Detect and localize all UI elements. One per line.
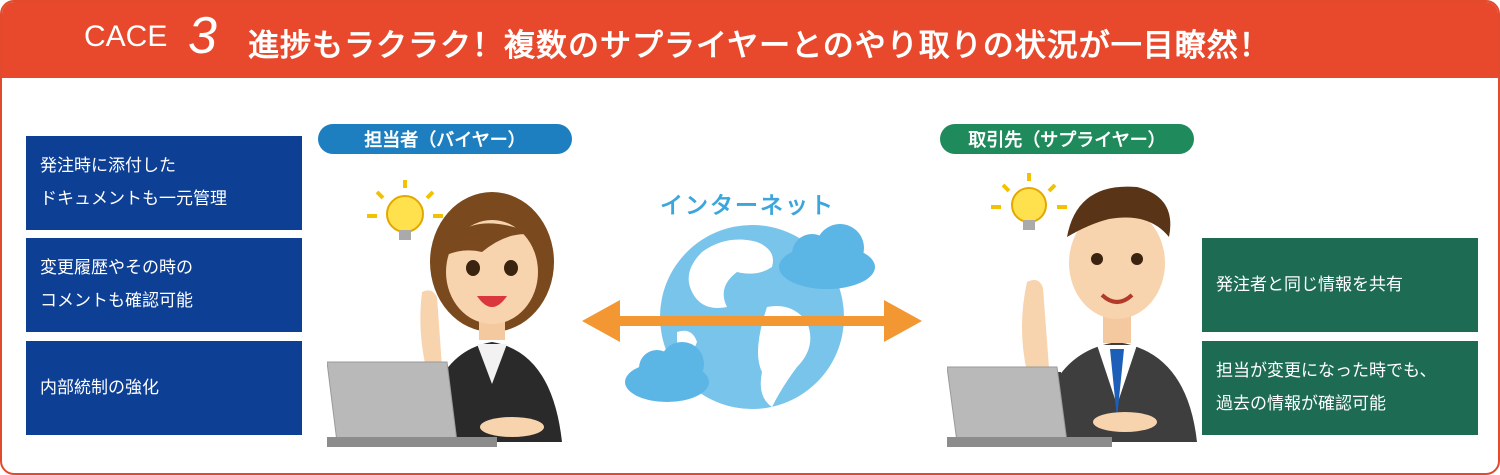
double-arrow-icon — [582, 300, 922, 342]
internet-label: インターネット — [660, 193, 835, 219]
left-feature-2: 変更履歴やその時の コメントも確認可能 — [26, 238, 302, 332]
case-label: CACE — [84, 20, 168, 53]
supplier-illustration — [947, 173, 1197, 447]
header-banner: CACE 3 進捗もラクラク！複数のサプライヤーとのやり取りの状況が一目瞭然！ — [2, 2, 1498, 78]
cloud-icon — [779, 224, 875, 289]
feature-line: 過去の情報が確認可能 — [1216, 394, 1386, 414]
globe-illustration — [582, 224, 922, 409]
cloud-icon — [625, 342, 709, 402]
feature-line: 発注時に添付した — [40, 156, 176, 176]
buyer-illustration — [327, 180, 562, 447]
right-feature-1: 発注者と同じ情報を共有 — [1202, 238, 1478, 332]
lightbulb-icon — [991, 173, 1067, 230]
headline: 進捗もラクラク！複数のサプライヤーとのやり取りの状況が一目瞭然！ — [248, 28, 1271, 64]
supplier-label: 取引先（サプライヤー） — [940, 124, 1194, 154]
laptop-icon — [947, 366, 1112, 447]
feature-line: 担当が変更になった時でも、 — [1216, 361, 1437, 381]
buyer-label: 担当者（バイヤー） — [318, 124, 572, 154]
laptop-icon — [327, 361, 497, 447]
feature-line: ドキュメントも一元管理 — [40, 189, 227, 209]
feature-line: 変更履歴やその時の — [40, 258, 193, 278]
feature-line: 発注者と同じ情報を共有 — [1216, 274, 1403, 295]
case-number: 3 — [188, 7, 217, 65]
left-feature-1: 発注時に添付した ドキュメントも一元管理 — [26, 136, 302, 230]
feature-line: コメントも確認可能 — [40, 291, 193, 311]
lightbulb-icon — [367, 180, 443, 240]
right-feature-2: 担当が変更になった時でも、 過去の情報が確認可能 — [1202, 341, 1478, 435]
left-feature-3: 内部統制の強化 — [26, 341, 302, 435]
feature-line: 内部統制の強化 — [40, 377, 159, 398]
